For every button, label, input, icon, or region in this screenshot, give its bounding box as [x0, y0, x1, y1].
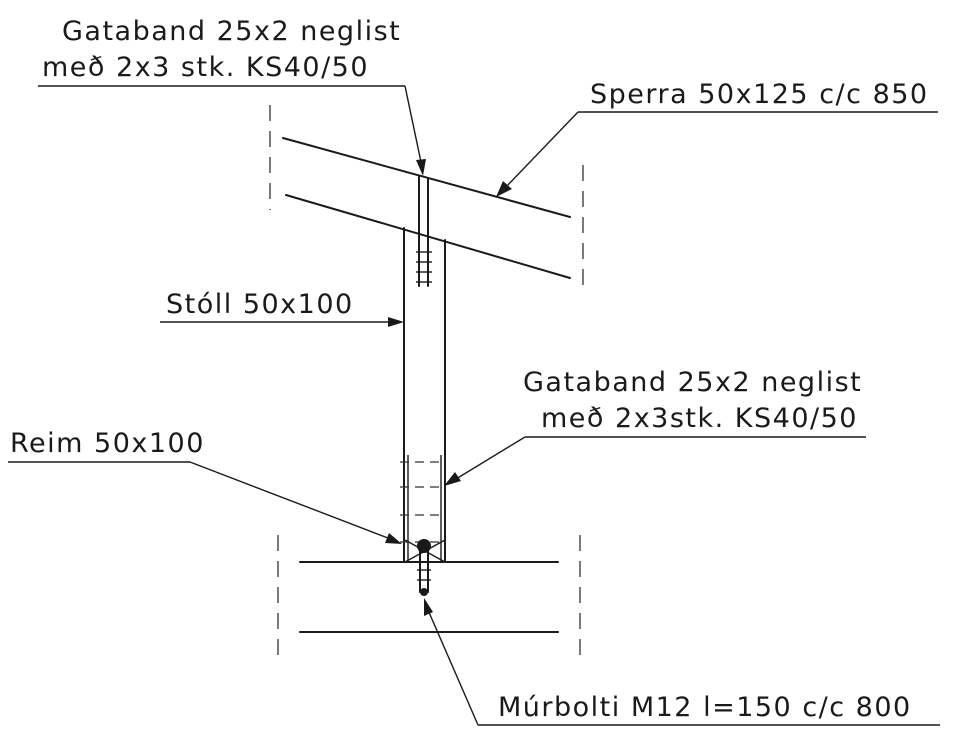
leader-lines	[8, 85, 940, 726]
break-lines	[269, 105, 584, 660]
label-rafter: Sperra 50x125 c/c 850	[590, 79, 929, 110]
leader-plate-arrow	[385, 533, 402, 544]
leader-bolt-arrow	[424, 598, 433, 616]
label-bottom-strap-line2: með 2x3stk. KS40/50	[541, 403, 858, 434]
anchor-bolt-tip	[420, 588, 428, 596]
post	[403, 227, 446, 563]
rafter-top-edge	[282, 137, 571, 218]
bottom-strap	[400, 455, 446, 562]
labels: Gataband 25x2 neglist með 2x3 stk. KS40/…	[10, 16, 929, 723]
leader-top-strap-diagonal	[404, 85, 422, 163]
label-plate: Reim 50x100	[10, 428, 205, 459]
leader-rafter-arrow	[496, 181, 512, 197]
label-bottom-strap-line1: Gataband 25x2 neglist	[523, 367, 862, 398]
label-top-strap-line1: Gataband 25x2 neglist	[62, 16, 401, 47]
leader-top-strap-arrow	[416, 159, 426, 176]
leader-post-arrow	[388, 317, 404, 327]
label-top-strap-line2: með 2x3 stk. KS40/50	[42, 52, 369, 83]
leader-rafter-diagonal	[505, 111, 579, 188]
rafter	[282, 137, 571, 279]
leader-bottom-strap-arrow	[444, 472, 461, 486]
top-strap	[416, 175, 432, 287]
leader-bottom-strap-diagonal	[455, 436, 526, 480]
leader-bolt-diagonal	[427, 609, 479, 726]
anchor-bolt	[417, 539, 431, 596]
label-anchor-bolt: Múrbolti M12 l=150 c/c 800	[498, 692, 912, 723]
label-post: Stóll 50x100	[166, 289, 354, 320]
leader-plate-diagonal	[189, 461, 389, 539]
